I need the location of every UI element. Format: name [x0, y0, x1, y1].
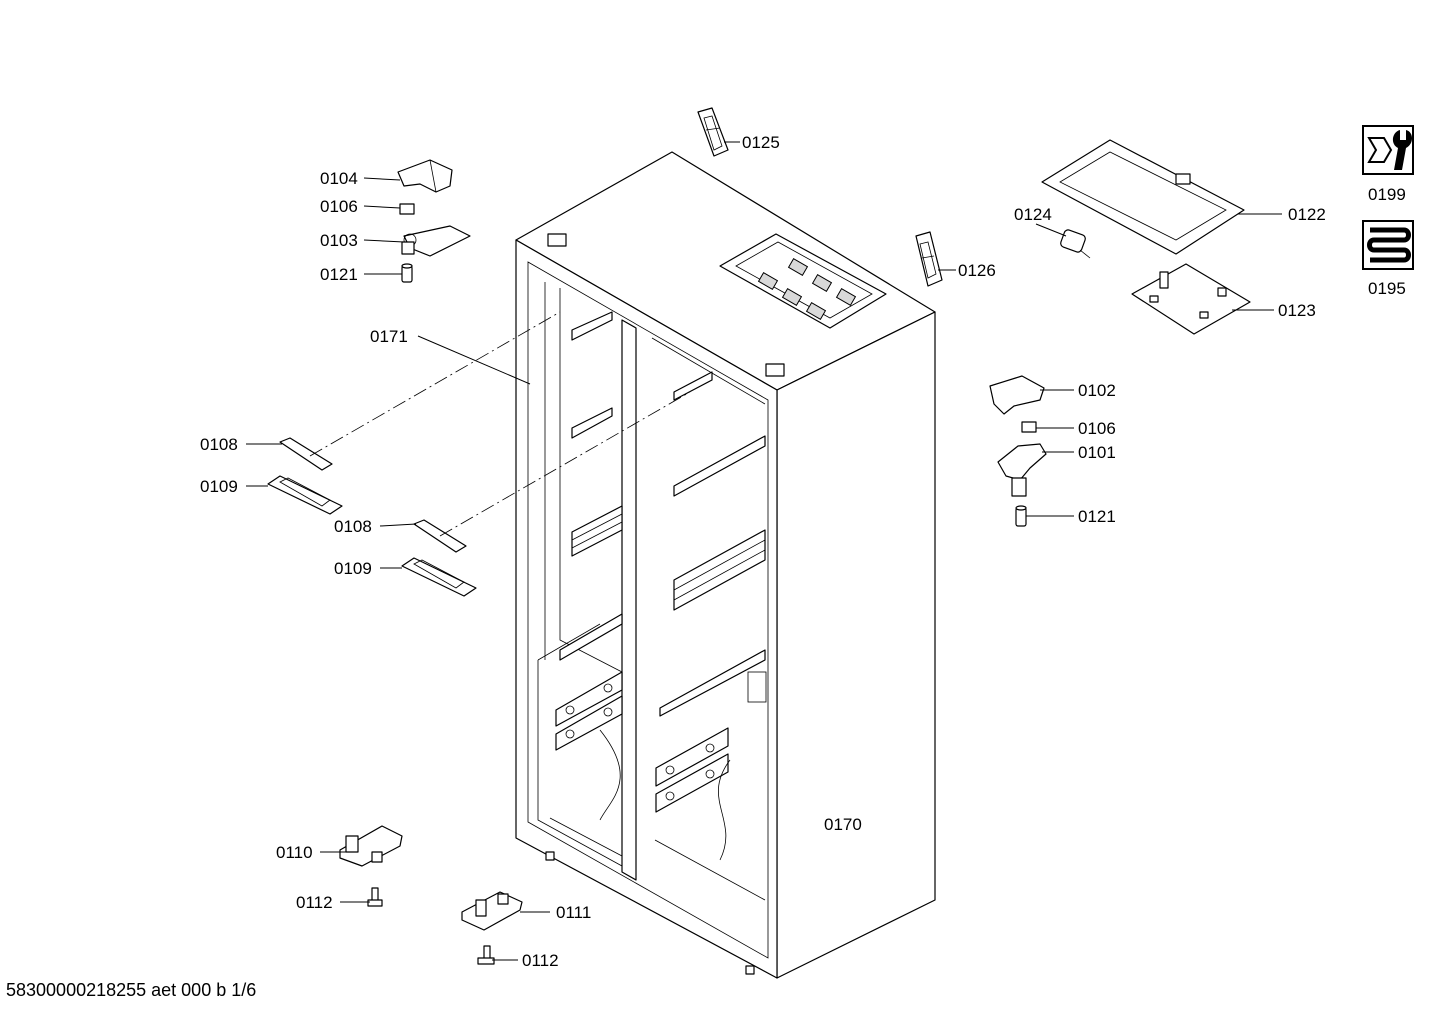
label-0171: 0171 [370, 327, 408, 346]
label-0108-a: 0108 [200, 435, 238, 454]
label-0195: 0195 [1368, 279, 1406, 298]
part-0122-cover-plate [1041, 139, 1245, 255]
label-0102: 0102 [1078, 381, 1116, 400]
label-0112-b: 0112 [522, 951, 559, 970]
part-0110-bottom-hinge [339, 825, 403, 867]
label-0126: 0126 [958, 261, 996, 280]
label-0170: 0170 [824, 815, 862, 834]
shelf-rails-left [559, 311, 623, 661]
label-0122: 0122 [1288, 205, 1326, 224]
label-0106-left: 0106 [320, 197, 358, 216]
label-0112-a: 0112 [296, 893, 333, 912]
label-0108-b: 0108 [334, 517, 372, 536]
part-0121-bushing-b [1015, 505, 1027, 527]
label-0109-a: 0109 [200, 477, 238, 496]
part-0112-screw-b [477, 945, 495, 965]
part-0125-vent [697, 107, 729, 157]
part-0123-control-board [1131, 263, 1251, 335]
document-footer-code: 58300000218255 aet 000 b 1/6 [6, 980, 257, 1000]
cabinet-body [515, 151, 936, 979]
part-0124-capacitor [1060, 229, 1091, 259]
part-0111-bottom-hinge [461, 891, 523, 931]
label-0110: 0110 [276, 843, 313, 862]
part-0104-hinge-cover [397, 159, 453, 193]
leader-lines [246, 141, 1282, 961]
part-0126-vent [915, 231, 943, 287]
lower-compartments [537, 623, 766, 901]
part-0101-hinge [997, 443, 1047, 497]
label-0109-b: 0109 [334, 559, 372, 578]
label-0199: 0199 [1368, 185, 1406, 204]
label-0121-right: 0121 [1078, 507, 1116, 526]
label-0104: 0104 [320, 169, 358, 188]
label-0111: 0111 [556, 903, 591, 922]
shelf-rails-right [659, 371, 767, 717]
part-0109-rail-a [267, 475, 343, 515]
part-0109-rail-b [401, 557, 477, 597]
label-0123: 0123 [1278, 301, 1316, 320]
part-labels: 0104 0106 0103 0121 0171 0108 0109 0108 … [200, 133, 1406, 970]
part-0108-strip-a [279, 437, 333, 471]
label-0125: 0125 [742, 133, 780, 152]
part-0102-hinge-cover [989, 375, 1045, 415]
wrench-service-icon [1362, 125, 1414, 175]
label-0121-left: 0121 [320, 265, 358, 284]
part-0103-hinge [401, 225, 471, 257]
label-0103: 0103 [320, 231, 358, 250]
part-0106-clip [399, 203, 415, 215]
label-0124: 0124 [1014, 205, 1052, 224]
part-0112-screw-a [367, 887, 383, 907]
top-mounting-plate [719, 233, 887, 329]
heating-coil-icon [1362, 220, 1414, 270]
part-0106-clip-b [1021, 421, 1037, 433]
label-0106-right: 0106 [1078, 419, 1116, 438]
label-0101: 0101 [1078, 443, 1116, 462]
part-0121-bushing [401, 263, 413, 283]
